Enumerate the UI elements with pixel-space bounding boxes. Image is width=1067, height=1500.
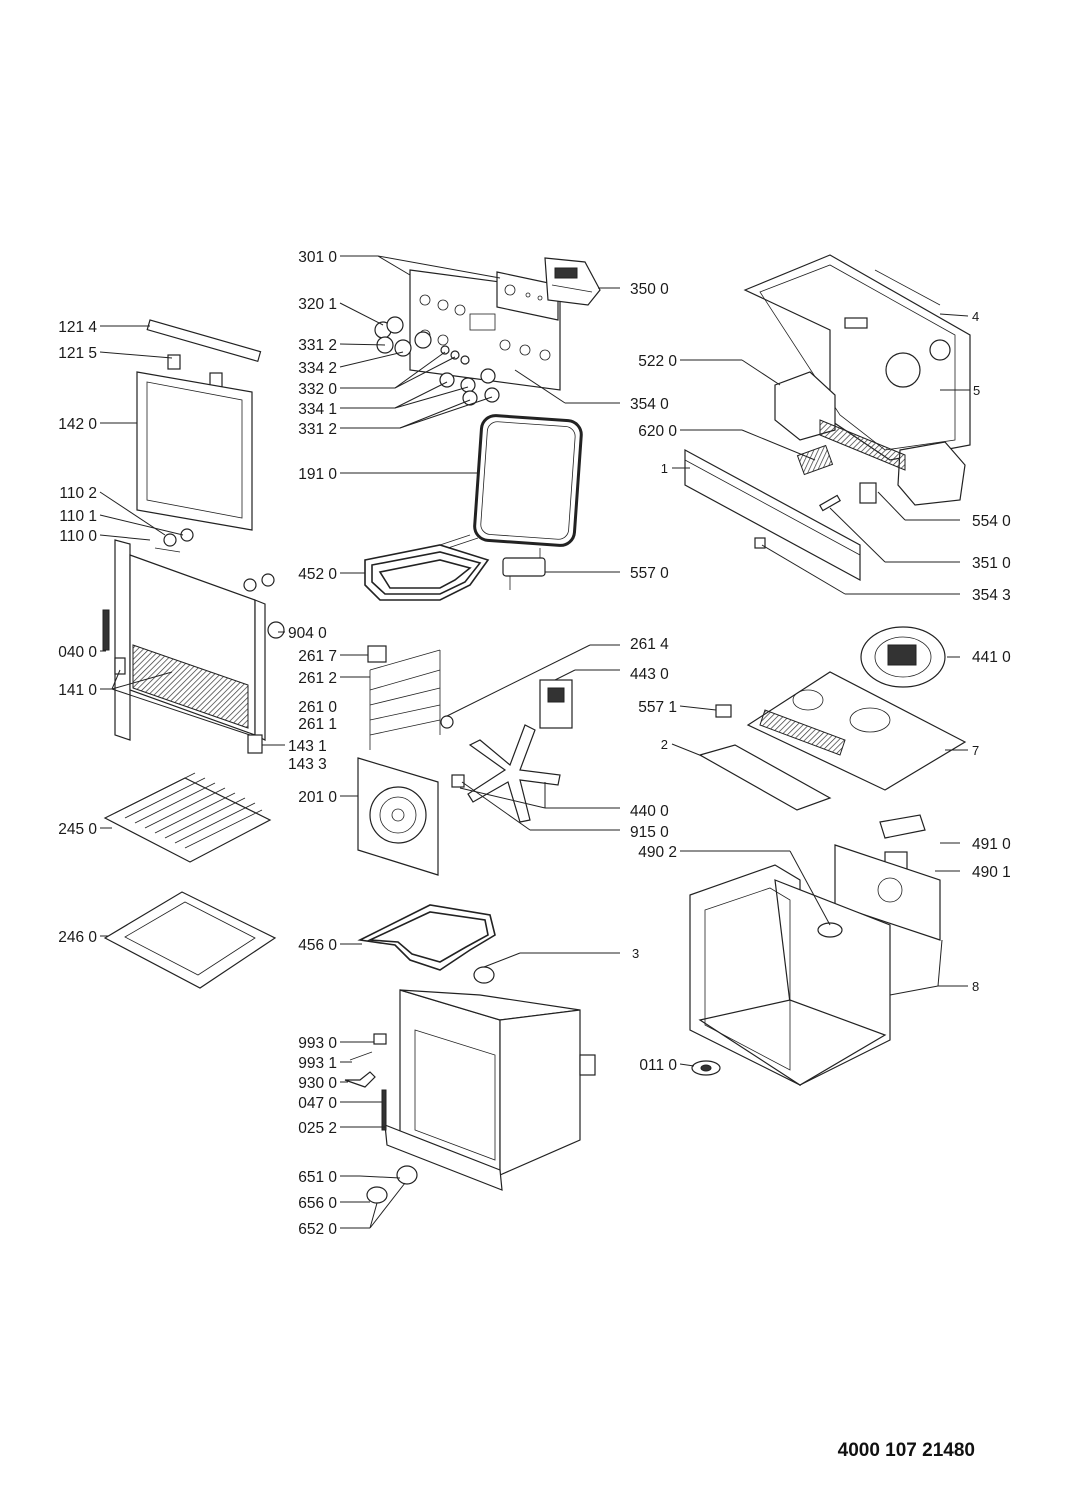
callout-3510: 351 0 — [972, 555, 1011, 572]
oven-rack-rails — [367, 645, 441, 750]
callout-1433: 143 3 — [288, 756, 327, 773]
callout-9040: 904 0 — [288, 625, 327, 642]
callout-5220: 522 0 — [638, 353, 677, 370]
small-parts — [344, 1033, 418, 1204]
callout-9150: 915 0 — [630, 824, 669, 841]
cooling-duct-channel — [698, 744, 832, 811]
thermal-fuse — [473, 966, 495, 984]
callout-4901: 490 1 — [972, 864, 1011, 881]
callout-1: 1 — [661, 461, 668, 476]
callout-3312a: 331 2 — [298, 337, 337, 354]
callout-4: 4 — [972, 309, 979, 324]
wiring-bracket — [684, 448, 877, 582]
outer-door-glass — [136, 371, 253, 531]
callout-4902: 490 2 — [638, 844, 677, 861]
callout-0252: 025 2 — [298, 1120, 337, 1137]
callout-6200: 620 0 — [638, 423, 677, 440]
callout-4520: 452 0 — [298, 566, 337, 583]
lower-heating-element — [357, 904, 496, 971]
callout-2614: 261 4 — [630, 636, 669, 653]
side-panel-parts — [834, 814, 941, 941]
callout-3500: 350 0 — [630, 281, 669, 298]
callout-4910: 491 0 — [972, 836, 1011, 853]
foot-part — [691, 1060, 721, 1076]
document-number: 4000 107 21480 — [838, 1440, 975, 1461]
callout-2460: 246 0 — [58, 929, 97, 946]
thermostat-sensor — [502, 548, 546, 590]
outer-casing — [689, 864, 891, 1086]
callout-2010: 201 0 — [298, 789, 337, 806]
callout-5571: 557 1 — [638, 699, 677, 716]
callout-3320: 332 0 — [298, 381, 337, 398]
timer-module — [544, 257, 601, 306]
oven-cavity — [384, 989, 596, 1191]
callout-0470: 047 0 — [298, 1095, 337, 1112]
grill-element — [364, 534, 490, 601]
callout-0110: 011 0 — [639, 1057, 677, 1074]
callout-1102: 110 2 — [59, 485, 97, 502]
door-top-trim — [146, 319, 262, 388]
callout-2610: 261 0 — [298, 699, 337, 716]
callout-3010: 301 0 — [298, 249, 337, 266]
fan-motor-plate — [860, 626, 946, 688]
callout-4430: 443 0 — [630, 666, 669, 683]
callout-9300: 930 0 — [298, 1075, 337, 1092]
callout-0400: 040 0 — [58, 644, 97, 661]
callout-8: 8 — [972, 979, 979, 994]
door-hinge-parts — [154, 528, 275, 592]
callout-2612: 261 2 — [298, 670, 337, 687]
callout-6560: 656 0 — [298, 1195, 337, 1212]
callout-9930: 993 0 — [298, 1035, 337, 1052]
callout-4410: 441 0 — [972, 649, 1011, 666]
top-chassis-panel — [743, 254, 971, 461]
callout-3201: 320 1 — [298, 296, 337, 313]
callout-1420: 142 0 — [58, 416, 97, 433]
callout-1910: 191 0 — [298, 466, 337, 483]
callout-3341: 334 1 — [298, 401, 337, 418]
callout-5570: 557 0 — [630, 565, 669, 582]
door-seal — [473, 414, 583, 547]
oven-shelf-rack — [103, 772, 272, 863]
cooling-duct-panel — [715, 671, 967, 791]
callout-7: 7 — [972, 743, 979, 758]
callout-3540: 354 0 — [630, 396, 669, 413]
callout-3543: 354 3 — [972, 587, 1011, 604]
callout-1215: 121 5 — [58, 345, 97, 362]
baking-tray — [103, 891, 277, 989]
control-panel-assembly — [409, 269, 561, 391]
callout-1410: 141 0 — [58, 682, 97, 699]
inner-door-frame — [102, 539, 285, 754]
callout-2611: 261 1 — [298, 716, 337, 733]
callout-5: 5 — [973, 383, 980, 398]
leader-lines — [99, 255, 970, 1229]
callout-1214: 121 4 — [58, 319, 97, 336]
callout-2617: 261 7 — [298, 648, 337, 665]
callout-4560: 456 0 — [298, 937, 337, 954]
callout-3312b: 331 2 — [298, 421, 337, 438]
fan-and-motor — [440, 679, 573, 823]
callout-labels: 301 0 320 1 331 2 334 2 332 0 334 1 331 … — [58, 249, 1011, 1238]
callout-3342: 334 2 — [298, 360, 337, 377]
callout-9931: 993 1 — [298, 1055, 337, 1072]
callout-1101: 110 1 — [59, 508, 97, 525]
callout-4400: 440 0 — [630, 803, 669, 820]
callout-1431: 143 1 — [288, 738, 327, 755]
callout-6520: 652 0 — [298, 1221, 337, 1238]
callout-2450: 245 0 — [58, 821, 97, 838]
fan-cover-plate — [357, 757, 439, 876]
callout-1100: 110 0 — [59, 528, 97, 545]
callout-2: 2 — [661, 737, 668, 752]
callout-6510: 651 0 — [298, 1169, 337, 1186]
callout-3: 3 — [632, 946, 639, 961]
callout-5540: 554 0 — [972, 513, 1011, 530]
